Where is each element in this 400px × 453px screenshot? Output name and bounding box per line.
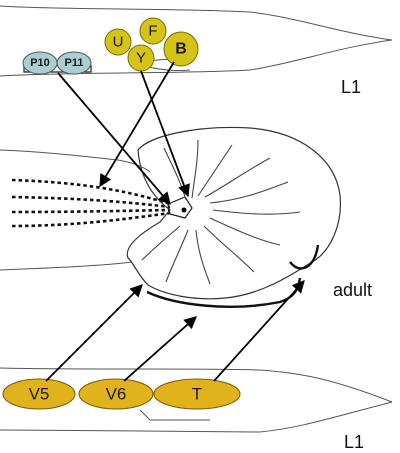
v5-label: V5 xyxy=(29,385,50,404)
p-cells-bracket xyxy=(23,65,92,73)
l1-bottom-worm-outline xyxy=(0,367,393,433)
v5-cell xyxy=(2,378,76,410)
t-label: T xyxy=(192,385,202,404)
b-label: B xyxy=(175,41,187,58)
adult-tail-fan xyxy=(126,126,342,300)
spike-dot xyxy=(181,207,187,213)
adult-tail-rays xyxy=(141,139,301,285)
stage-label-top: L1 xyxy=(341,77,361,97)
blast-cells-group: V5 V6 T xyxy=(2,378,241,410)
stage-label-bottom: L1 xyxy=(344,432,364,452)
v6-cell xyxy=(78,378,154,410)
t-cell xyxy=(153,378,241,410)
dotted-rays xyxy=(11,178,171,228)
v6-label: V6 xyxy=(106,385,127,404)
f-label: F xyxy=(148,23,157,40)
y-label: Y xyxy=(136,50,146,67)
u-label: U xyxy=(113,34,124,51)
arrow-p-cells-to-spike xyxy=(57,72,171,205)
arrow-y-to-rays xyxy=(140,70,190,198)
f-cell xyxy=(139,17,167,45)
p11-label: P11 xyxy=(65,57,84,69)
adult-body-outline xyxy=(0,149,151,271)
stage-label-adult: adult xyxy=(333,280,372,300)
adult-tail-spike xyxy=(167,196,193,219)
arrow-v6-to-tail xyxy=(123,316,197,382)
p11-cell xyxy=(56,51,92,75)
arrow-b-to-dotted-rays xyxy=(99,61,175,188)
b-cell xyxy=(163,31,199,67)
head-cells-group: F U Y B xyxy=(104,17,199,72)
p-cells-group: P10 P11 xyxy=(22,51,92,75)
arrow-v5-to-tail xyxy=(45,284,143,382)
arrow-t-to-tail xyxy=(213,280,305,382)
u-cell xyxy=(104,28,132,56)
lineage-arrows xyxy=(45,61,305,382)
p10-label: P10 xyxy=(30,57,50,69)
